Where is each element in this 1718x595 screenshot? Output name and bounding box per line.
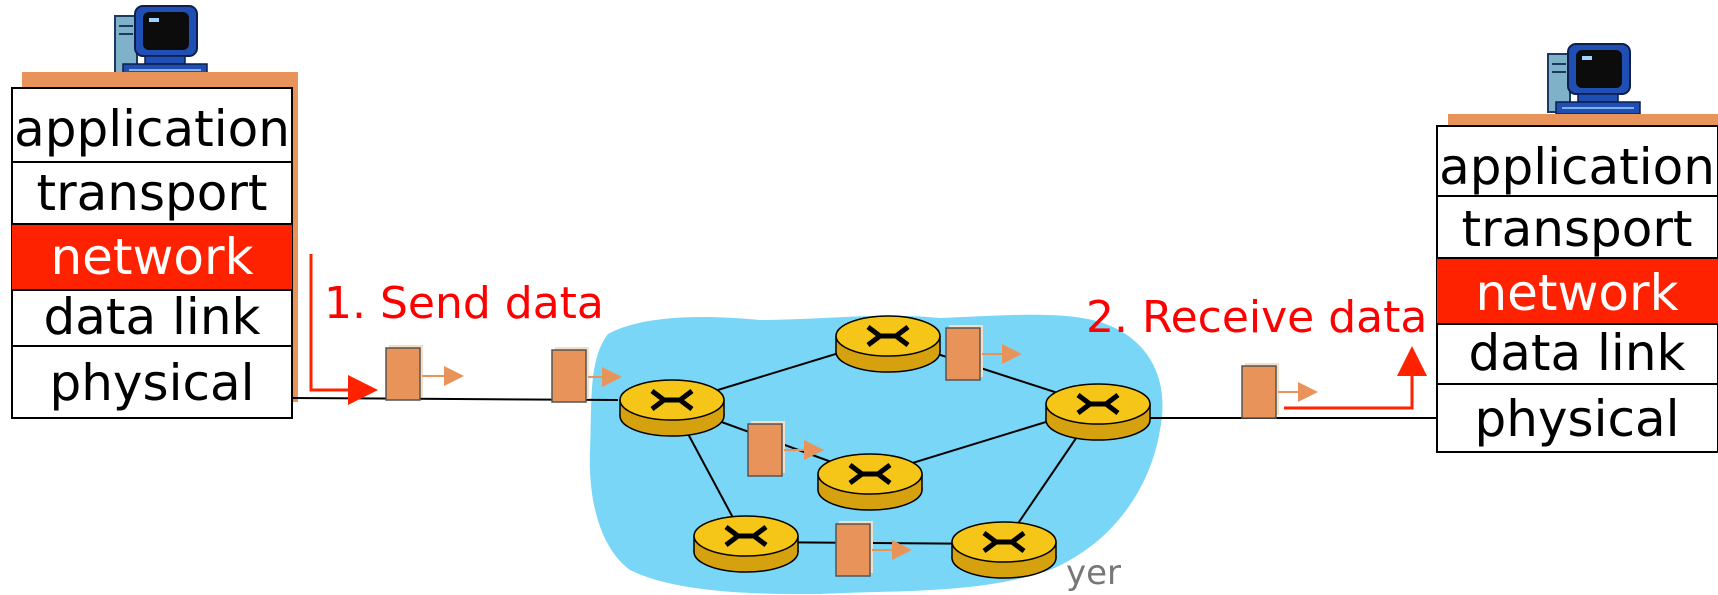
computer-icon <box>1547 43 1641 115</box>
computer-icon <box>114 5 208 77</box>
layer-data-link: data link <box>1469 324 1686 382</box>
packet-icon <box>835 520 874 577</box>
packet-icon <box>551 346 590 403</box>
host-shadow <box>1448 114 1718 126</box>
layer-transport: transport <box>1461 200 1692 258</box>
router-icon <box>818 454 922 510</box>
send-data-label: 1. Send data <box>324 278 604 329</box>
layer-network: network <box>1475 264 1678 322</box>
receive-data-label: 2. Receive data <box>1086 292 1427 343</box>
send-arrow <box>309 254 378 405</box>
footer-text: yer <box>1066 553 1121 593</box>
router-icon <box>620 380 724 436</box>
layer-transport: transport <box>36 164 267 222</box>
receive-arrow <box>1284 346 1427 410</box>
router-icon <box>1046 384 1150 440</box>
router-icon <box>694 516 798 572</box>
host-shadow <box>22 72 298 88</box>
left-host: application transport network data link … <box>11 5 298 419</box>
packet-icon <box>385 344 424 401</box>
layer-network: network <box>50 228 253 286</box>
layer-application: application <box>1439 138 1715 196</box>
packet-icon <box>747 420 786 477</box>
router-icon <box>952 522 1056 578</box>
packet-icon <box>945 324 984 381</box>
right-host: application transport network data link … <box>1436 43 1718 453</box>
layer-application: application <box>14 100 290 158</box>
packet-icon <box>1241 362 1280 419</box>
network-layer-highlight <box>12 224 292 290</box>
layer-data-link: data link <box>44 288 261 346</box>
router-icon <box>836 316 940 372</box>
layer-physical: physical <box>1475 390 1680 448</box>
packets <box>385 324 1318 577</box>
network-layer-highlight <box>1437 258 1718 324</box>
layer-physical: physical <box>50 354 255 412</box>
